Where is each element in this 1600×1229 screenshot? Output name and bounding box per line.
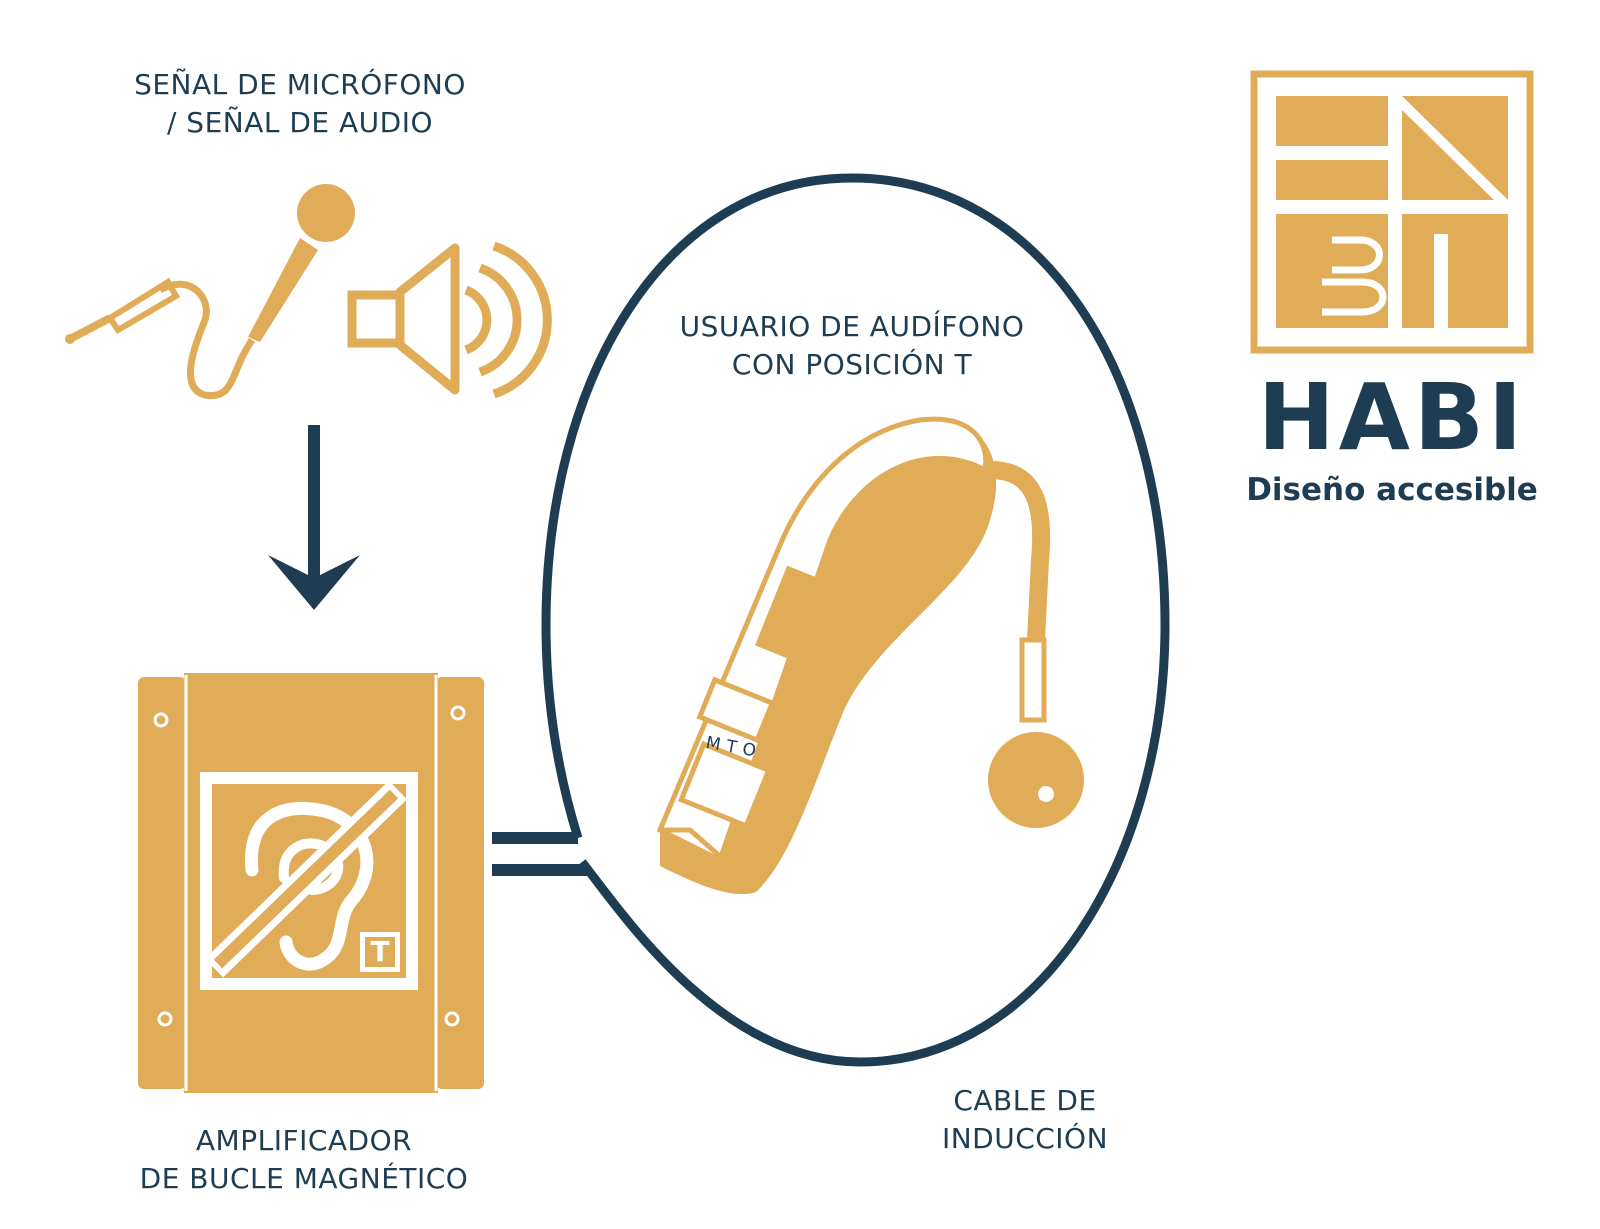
amp-label-line2: DE BUCLE MAGNÉTICO	[139, 1162, 469, 1195]
t-badge: T	[370, 935, 390, 968]
speaker-icon	[347, 241, 552, 399]
brand-name: HABI	[1257, 364, 1527, 471]
user-label-line2: CON POSICIÓN T	[731, 348, 973, 381]
down-arrow-icon	[268, 425, 360, 610]
signal-label-line1: SEÑAL DE MICRÓFONO	[134, 68, 466, 101]
hearing-loop-sign	[200, 772, 418, 990]
signal-label-line2: / SEÑAL DE AUDIO	[166, 106, 434, 139]
cable-label-line1: CABLE DE	[953, 1084, 1097, 1117]
habi-logo-mark	[1250, 70, 1534, 354]
signal-source-label: SEÑAL DE MICRÓFONO / SEÑAL DE AUDIO	[108, 66, 492, 142]
microphone-icon	[65, 184, 355, 400]
ear-icon	[245, 801, 374, 971]
amp-label-line1: AMPLIFICADOR	[195, 1124, 413, 1157]
user-label-line1: USUARIO DE AUDÍFONO	[679, 310, 1025, 343]
amplifier-label: AMPLIFICADOR DE BUCLE MAGNÉTICO	[112, 1122, 496, 1198]
cable-label-line2: INDUCCIÓN	[941, 1122, 1109, 1155]
hearing-aid-icon: MTO	[656, 416, 1084, 895]
hearing-aid-user-label: USUARIO DE AUDÍFONO CON POSICIÓN T	[642, 308, 1062, 384]
induction-cable-label: CABLE DE INDUCCIÓN	[900, 1082, 1150, 1158]
brand-tagline: Diseño accesible	[1246, 472, 1538, 508]
loop-amplifier	[138, 673, 484, 1093]
induction-loop-cable	[541, 173, 1170, 1067]
